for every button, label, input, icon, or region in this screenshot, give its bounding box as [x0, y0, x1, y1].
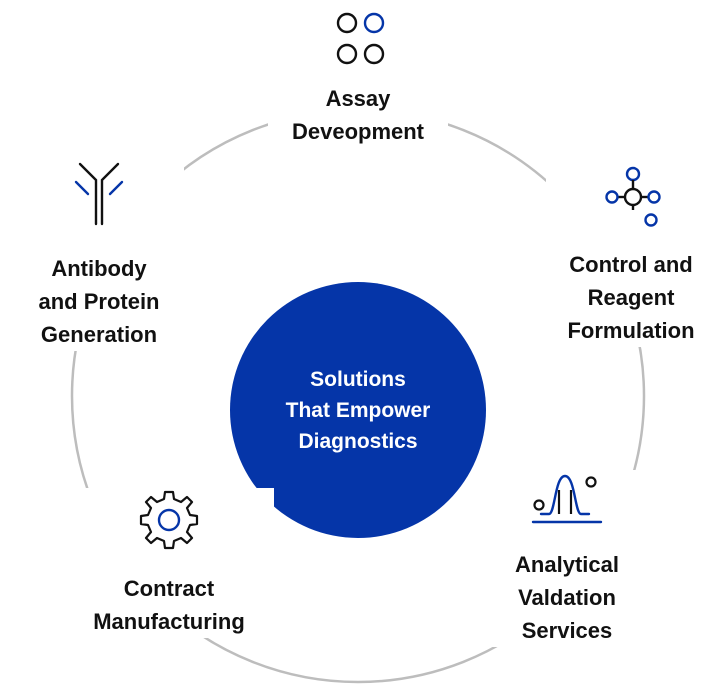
label-line: Generation: [40, 322, 158, 347]
center-line: Diagnostics: [298, 429, 418, 453]
node-label: Contract Manufacturing: [93, 572, 245, 638]
molecule-icon: [605, 166, 661, 227]
center-title: Solutions That Empower Diagnostics: [286, 364, 431, 457]
label-line: Valdation: [518, 585, 616, 610]
node-analytical-validation-services: Analytical Valdation Services: [490, 470, 644, 647]
center-line: Solutions: [310, 367, 406, 391]
label-line: and Protein: [38, 289, 160, 314]
four-circles-icon: [336, 12, 385, 65]
gear-icon: [139, 490, 199, 550]
node-assay-development: Assay Deveopment: [268, 10, 448, 148]
antibody-icon: [74, 162, 124, 226]
label-line: Deveopment: [291, 119, 425, 144]
node-contract-manufacturing: Contract Manufacturing: [64, 488, 274, 638]
label-line: Assay: [325, 86, 391, 111]
center-line: That Empower: [285, 398, 431, 422]
label-line: Formulation: [567, 318, 695, 343]
label-line: Control and: [569, 252, 693, 277]
label-line: Analytical: [515, 552, 619, 577]
peak-curve-icon: [531, 474, 603, 524]
label-line: Reagent: [587, 285, 675, 310]
node-label: Control and Reagent Formulation: [567, 248, 694, 347]
node-control-reagent-formulation: Control and Reagent Formulation: [546, 164, 716, 347]
node-antibody-protein-generation: Antibody and Protein Generation: [14, 158, 184, 351]
node-label: Analytical Valdation Services: [515, 548, 619, 647]
label-line: Manufacturing: [93, 609, 245, 634]
label-line: Antibody: [51, 256, 147, 281]
node-label: Antibody and Protein Generation: [38, 252, 159, 351]
label-line: Services: [521, 618, 613, 643]
label-line: Contract: [123, 576, 215, 601]
node-label: Assay Deveopment: [292, 82, 424, 148]
